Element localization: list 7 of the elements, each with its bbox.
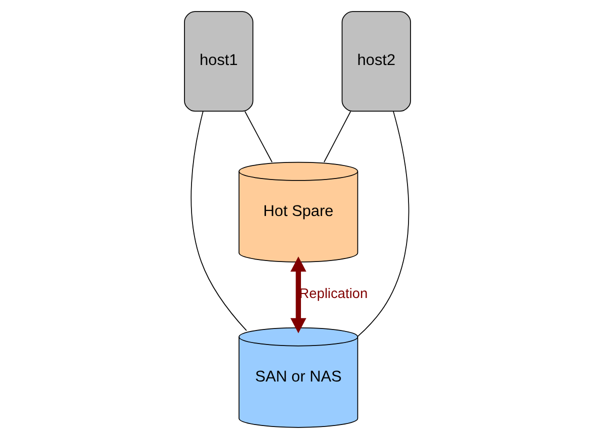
connector	[190, 111, 247, 332]
node-box: host1	[184, 11, 254, 112]
connector	[357, 110, 410, 337]
connector	[244, 111, 273, 163]
arrow	[290, 256, 306, 334]
connector	[324, 111, 352, 163]
node-box: host2	[342, 11, 411, 112]
